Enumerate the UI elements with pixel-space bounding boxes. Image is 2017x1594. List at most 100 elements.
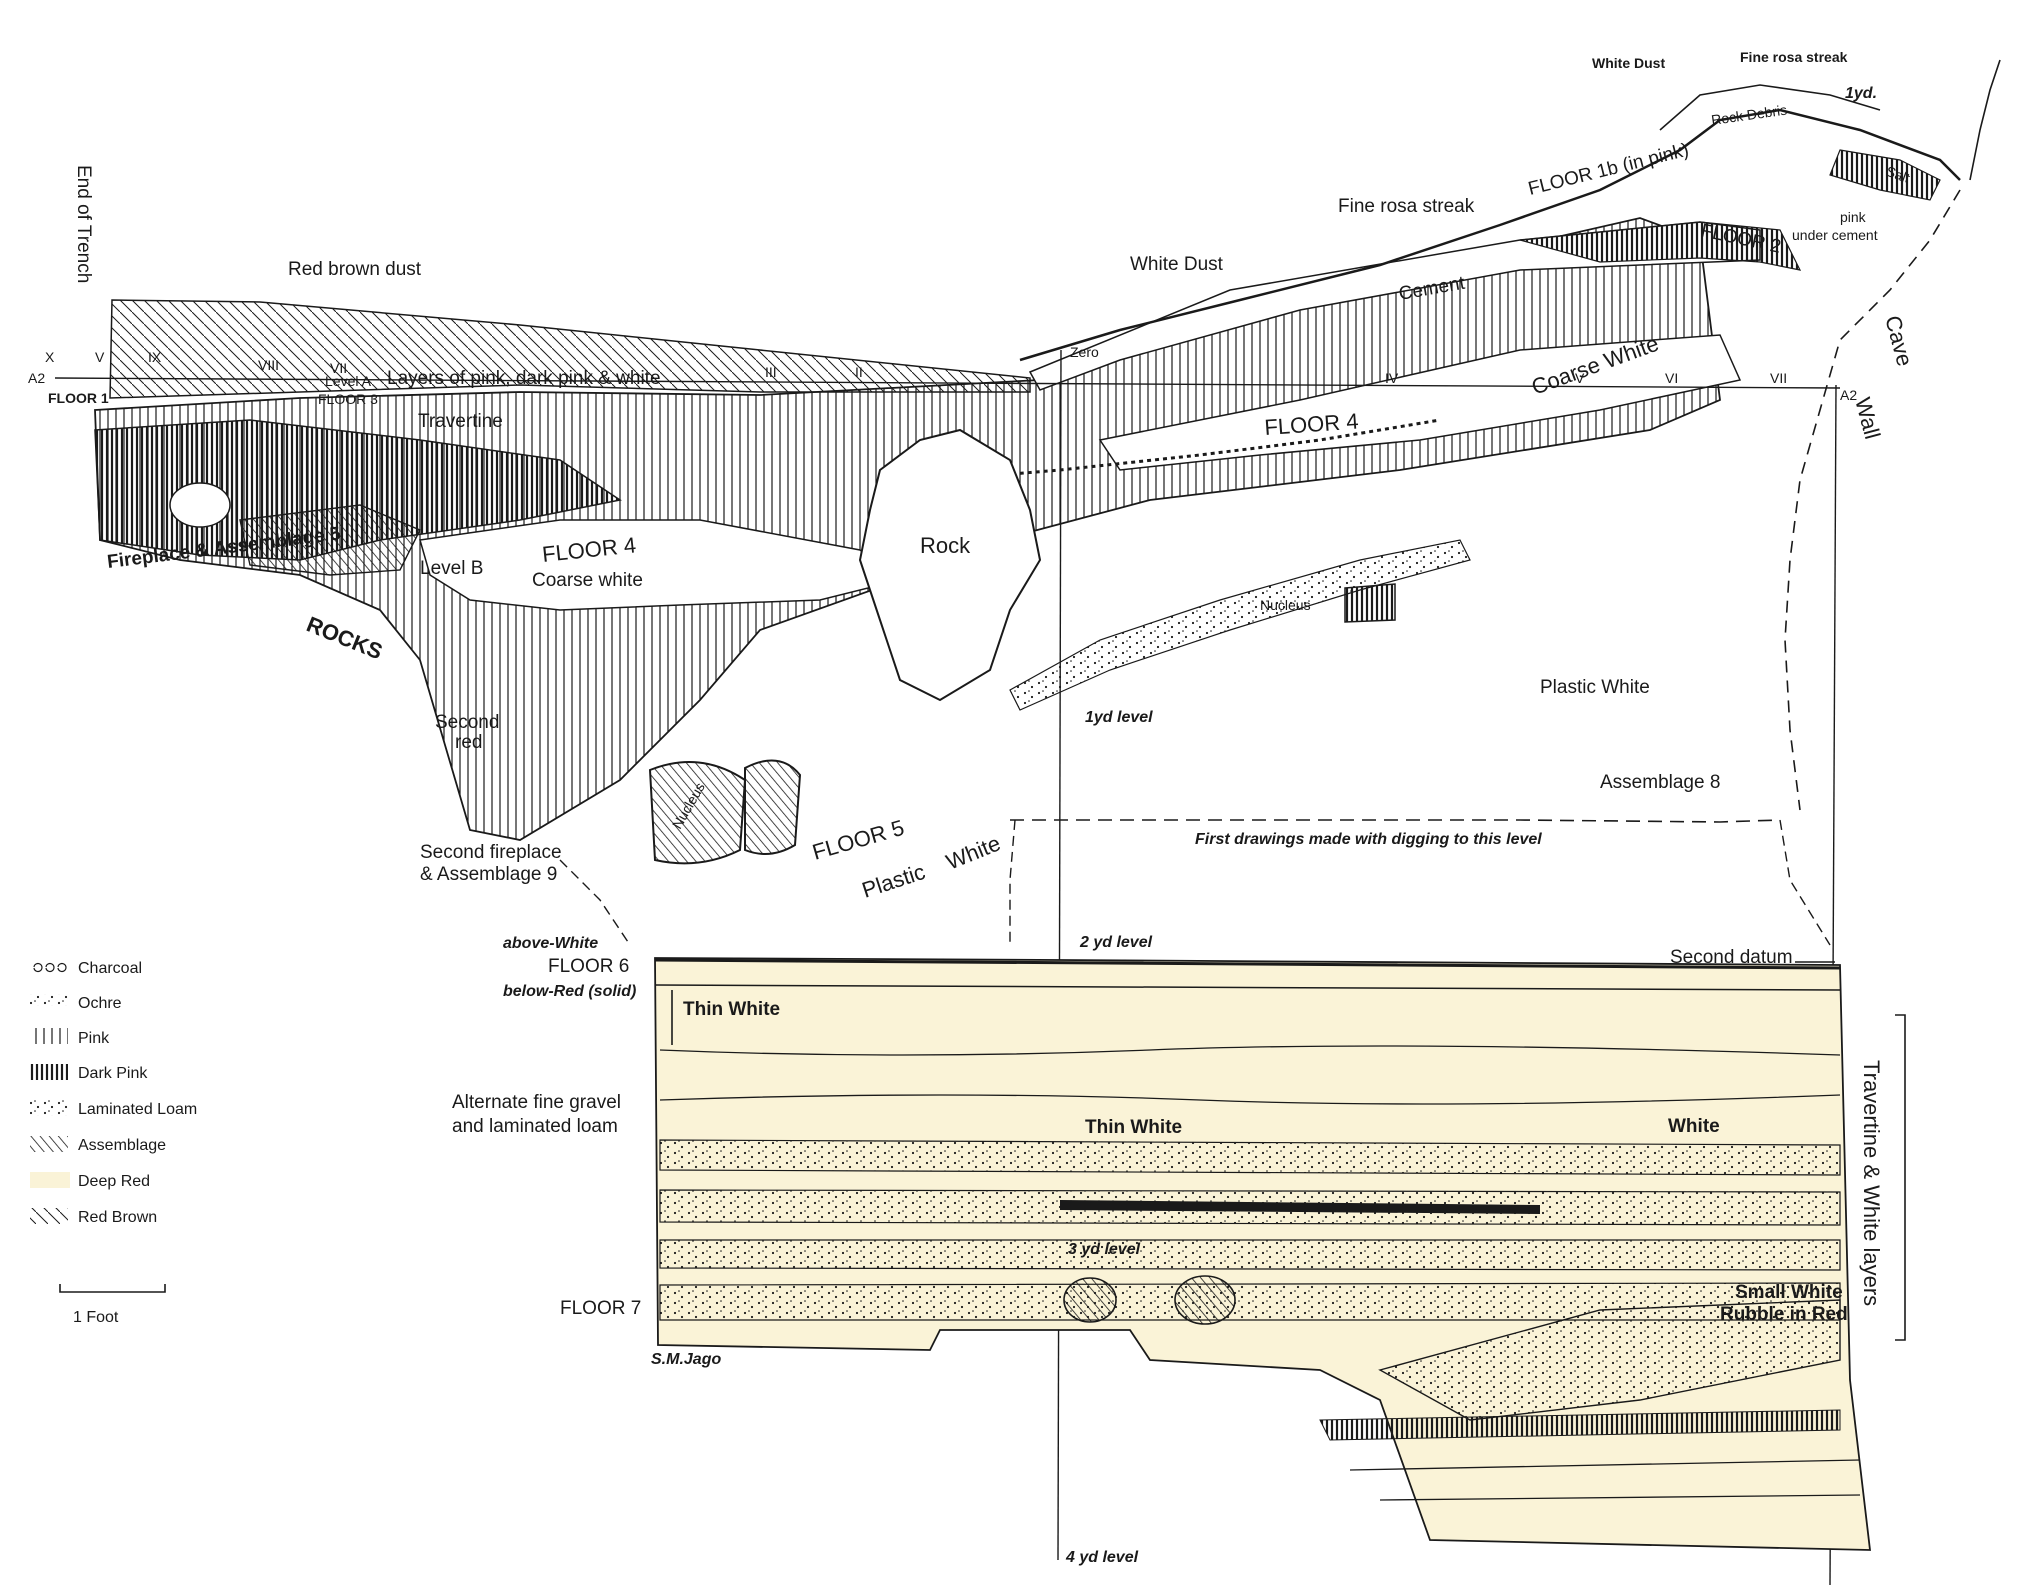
label-fine-rosa-top: Fine rosa streak: [1740, 49, 1848, 65]
label-assemblage-8: Assemblage 8: [1600, 772, 1720, 793]
gravel-band-1: [659, 1139, 1841, 1176]
nucleus-upper: [1344, 583, 1396, 623]
legend-label-pink: Pink: [78, 1030, 110, 1047]
marker-zero: Zero: [1070, 344, 1099, 360]
label-salt: Salt: [1884, 163, 1912, 186]
legend-label-assemblage: Assemblage: [78, 1137, 166, 1154]
lower-lamina-b: [1379, 1494, 1861, 1501]
legend-item-laminated-loam: Laminated Loam: [30, 1100, 197, 1118]
label-second-datum: Second datum: [1670, 947, 1793, 968]
label-cave: Cave: [1880, 313, 1917, 369]
label-thin-white-2: Thin White: [1085, 1117, 1182, 1138]
label-white-dust-mid: White Dust: [1130, 254, 1224, 275]
label-floor-6: FLOOR 6: [548, 956, 629, 977]
lower-section: [654, 957, 1906, 1551]
label-floor-3: FLOOR 3: [318, 391, 378, 407]
marker-roman-v-left: V: [95, 349, 105, 365]
dark-band-lower: [1060, 1200, 1540, 1214]
travertine-bracket: [1895, 1014, 1906, 1341]
legend-item-dark-pink: Dark Pink: [30, 1064, 148, 1082]
label-alternate-2: and laminated loam: [452, 1116, 618, 1137]
floor2-dark-band: [1519, 221, 1802, 271]
marker-roman-ii: II: [855, 364, 863, 380]
marker-roman-vi: VI: [1665, 370, 1678, 386]
label-white-lower: White: [943, 830, 1005, 874]
label-white-dust-top: White Dust: [1592, 55, 1665, 71]
cave-wall-dashed: [1784, 189, 1961, 811]
nucleus-floor7-right: [1174, 1275, 1236, 1325]
nucleus-floor7-left: [1063, 1277, 1117, 1323]
label-rocks: ROCKS: [303, 611, 386, 664]
label-small-white-2: Rubble in Red: [1720, 1304, 1848, 1325]
marker-a2-left: A2: [28, 370, 45, 386]
scale-bar-line: [59, 1284, 166, 1293]
label-rock: Rock: [920, 533, 971, 558]
legend-item-charcoal: Charcoal: [33, 960, 142, 977]
label-floor-5: FLOOR 5: [809, 815, 906, 865]
assemblage-symbol-icon: [30, 1136, 68, 1152]
label-nucleus-upper: Nucleus: [1260, 597, 1311, 613]
marker-roman-ix: IX: [148, 349, 162, 365]
assemblage-5-zone: [239, 504, 421, 576]
marker-roman-viii: VIII: [258, 357, 279, 373]
coarse-white-right-lens: [1098, 334, 1742, 471]
legend-label-laminated-loam: Laminated Loam: [78, 1101, 197, 1118]
ochre-symbol-icon: [30, 994, 68, 1006]
marker-roman-vii-right: VII: [1770, 370, 1787, 386]
coarse-white-left-lens: [419, 519, 902, 611]
marker-roman-x: X: [45, 349, 55, 365]
left-cut-dashed: [559, 859, 631, 946]
label-above-white: above-White: [503, 935, 598, 952]
marker-roman-iv: IV: [1385, 370, 1399, 386]
label-plastic-lower: Plastic: [859, 859, 928, 903]
white-lens-left: [169, 482, 231, 528]
legend-label-dark-pink: Dark Pink: [78, 1065, 148, 1082]
label-three-yd-level: 3 yd level: [1068, 1241, 1141, 1258]
label-below-red: below-Red (solid): [503, 983, 636, 1000]
laminated-loam-band: [1009, 539, 1471, 711]
legend-item-assemblage: Assemblage: [30, 1136, 166, 1154]
legend-label-red-brown: Red Brown: [78, 1209, 157, 1226]
dark-pink-symbol-icon: [30, 1064, 68, 1080]
lamina-1: [659, 1045, 1841, 1056]
mid-cut-dashed: [1009, 819, 1016, 945]
label-pink-under-cement-1: pink: [1840, 209, 1867, 225]
label-plastic-white-right: Plastic White: [1540, 677, 1650, 698]
label-red-brown-dust: Red brown dust: [288, 259, 422, 280]
label-fine-rosa-mid: Fine rosa streak: [1338, 196, 1475, 217]
marker-roman-iii: III: [765, 364, 777, 380]
label-travertine-white: Travertine & White layers: [1859, 1060, 1884, 1306]
label-first-drawings: First drawings made with digging to this…: [1195, 831, 1542, 848]
lower-lamina-a: [1349, 1459, 1861, 1471]
rock-boulder: [858, 428, 1042, 702]
floor4-chain-line: [939, 418, 1441, 482]
pink-symbol-icon: [30, 1028, 68, 1044]
label-level-a: Level A: [325, 373, 372, 389]
scale-bar: 1 Foot: [59, 1284, 166, 1326]
label-layers-pink: Layers of pink, dark pink & white: [387, 368, 661, 389]
nucleus-lower-left: [648, 761, 747, 865]
marker-roman-v-right: V: [1575, 370, 1585, 386]
marker-roman-vii-left: VII: [330, 360, 347, 376]
charcoal-symbol-icon: [33, 962, 67, 973]
right-cut-dashed: [1779, 819, 1831, 946]
cave-wall-right-edge: [1969, 59, 2001, 181]
zero-vertical-line: [1057, 349, 1062, 1561]
red-brown-symbol-icon: [30, 1208, 68, 1224]
lower-dark-strata: [1319, 1409, 1841, 1441]
label-level-b: Level B: [420, 558, 483, 579]
label-small-white-1: Small White: [1735, 1282, 1843, 1303]
scale-bar-label: 1 Foot: [73, 1309, 119, 1326]
legend-item-deep-red: Deep Red: [30, 1172, 150, 1190]
label-one-yd-level: 1yd level: [1085, 709, 1153, 726]
label-white-right: White: [1668, 1116, 1720, 1137]
first-drawing-boundary: [1010, 819, 1781, 823]
label-second-red-1: Second: [435, 712, 499, 733]
label-alternate-1: Alternate fine gravel: [452, 1092, 621, 1113]
datum-line-a2: [54, 377, 1841, 389]
label-end-of-trench: End of Trench: [73, 165, 94, 283]
laminated-loam-symbol-icon: [30, 1100, 68, 1116]
label-thin-white-1: Thin White: [683, 999, 780, 1020]
